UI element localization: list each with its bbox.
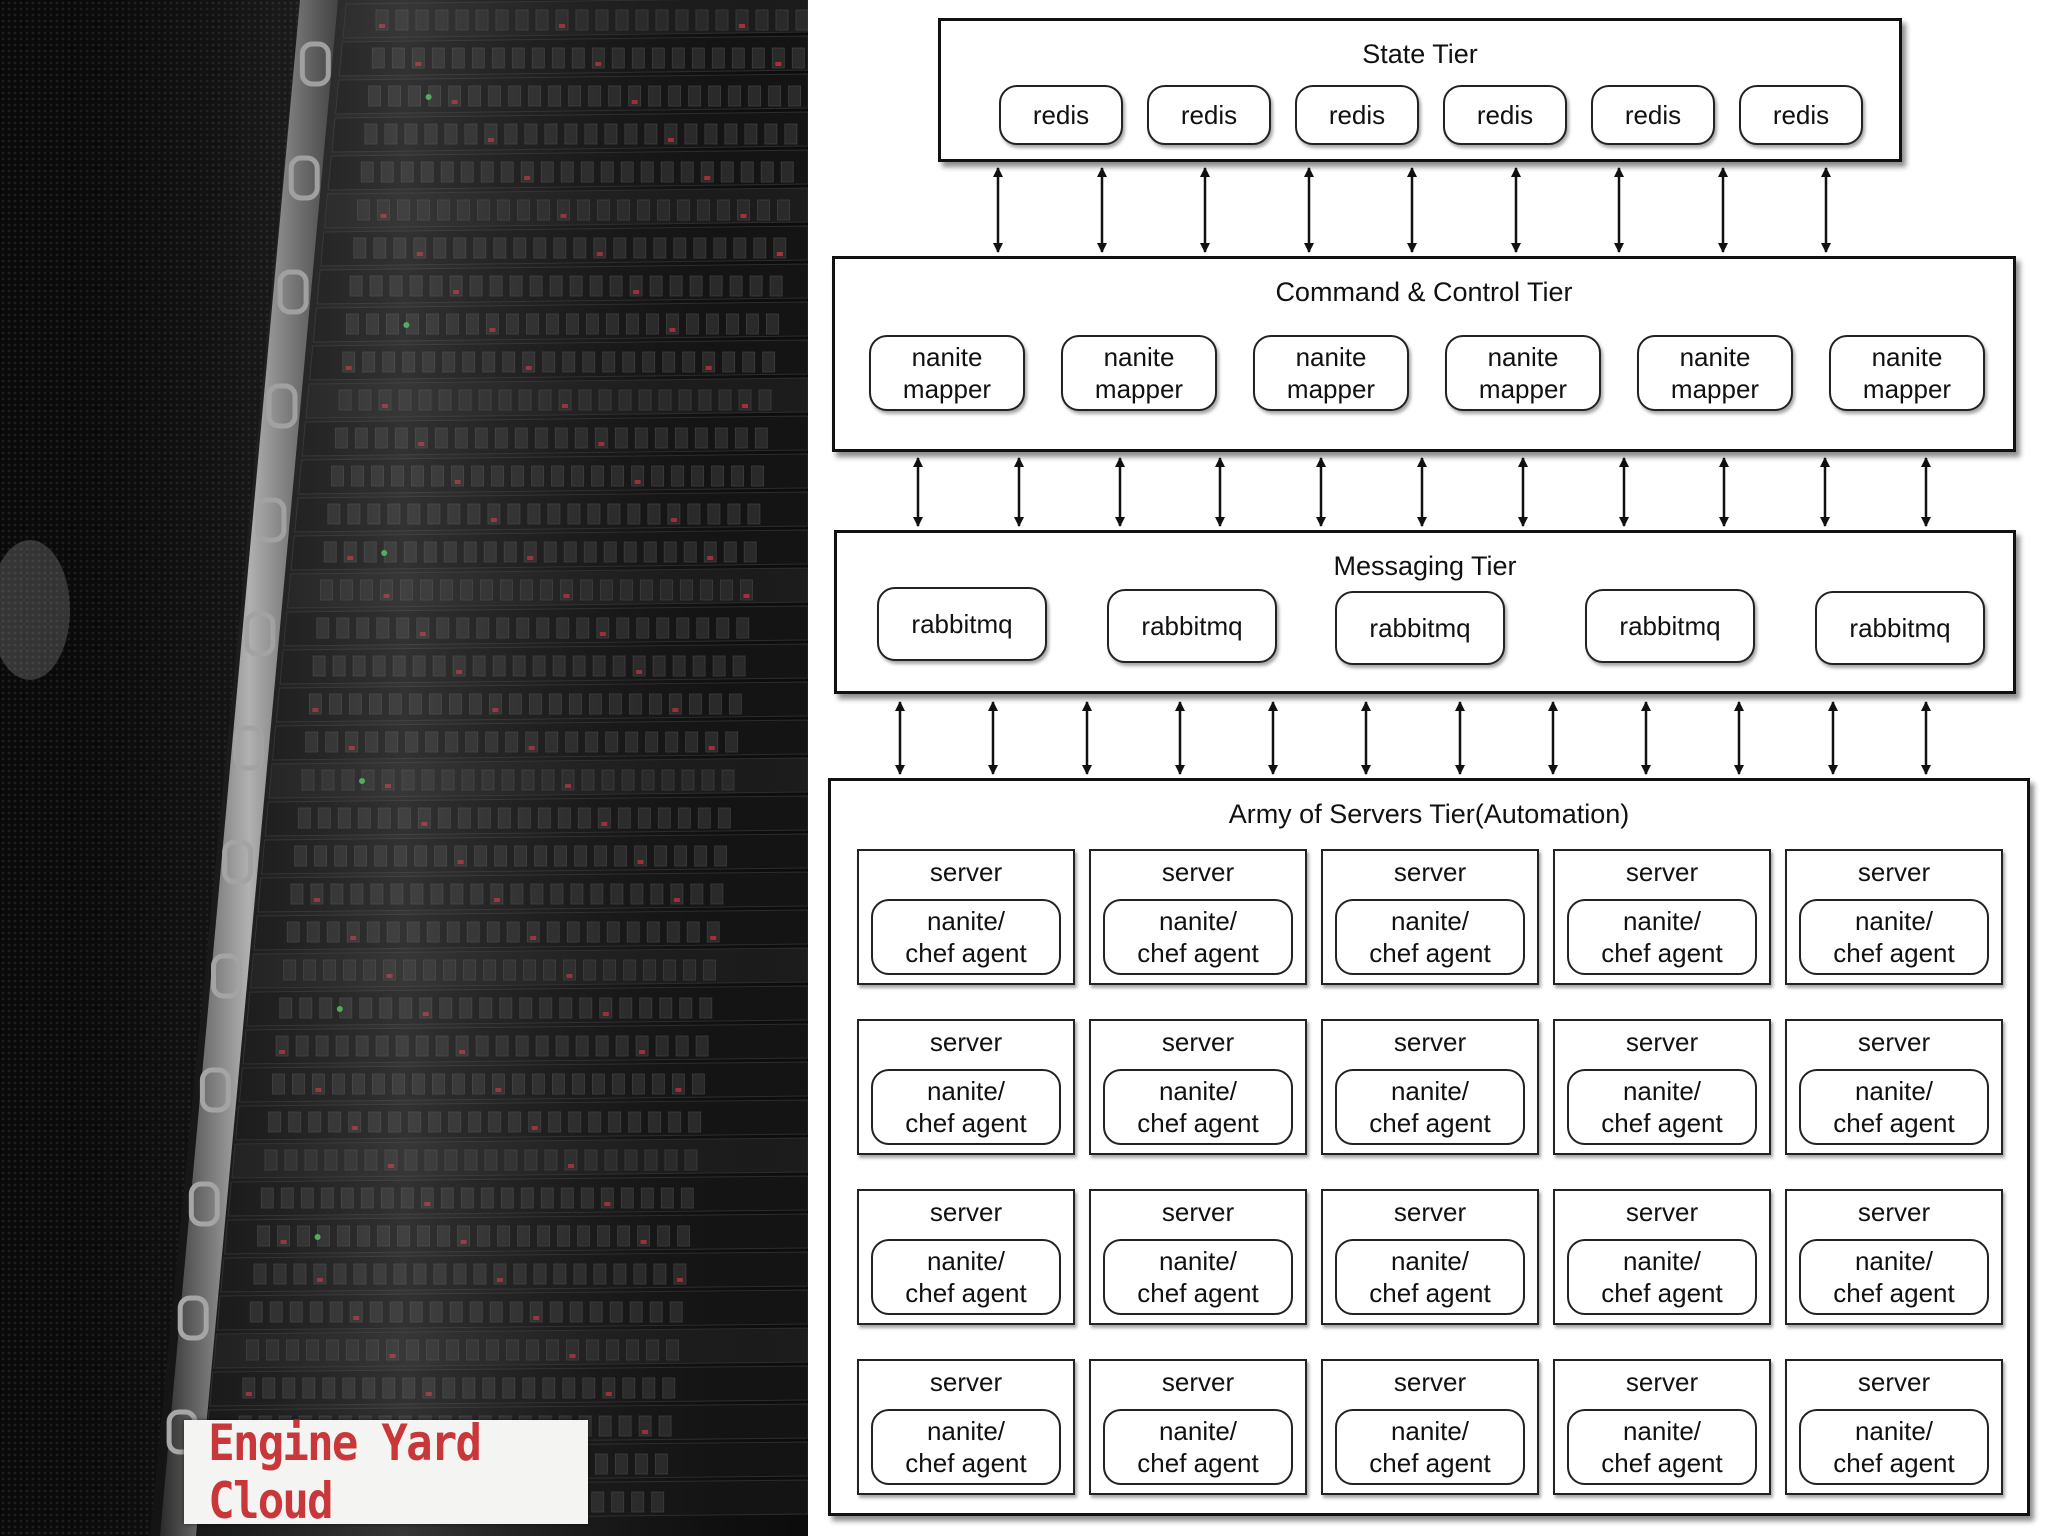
nanite-mapper-node: nanite mapper [1829, 335, 1985, 411]
server-label: server [929, 1367, 1003, 1397]
command-control-tier: Command & Control Tier nanite mapper nani… [832, 256, 2016, 452]
server-label: server [1625, 1367, 1699, 1397]
server-label: server [1393, 1367, 1467, 1397]
chef-agent-node: nanite/ chef agent [1567, 1409, 1757, 1485]
nanite-mapper-node: nanite mapper [1061, 335, 1217, 411]
chef-agent-node: nanite/ chef agent [1335, 1409, 1525, 1485]
server-label: server [1393, 857, 1467, 887]
state-tier-title: State Tier [1362, 39, 1478, 69]
server-box: server nanite/ chef agent [857, 1189, 1075, 1325]
server-box: server nanite/ chef agent [1089, 1359, 1307, 1495]
server-box: server nanite/ chef agent [857, 1359, 1075, 1495]
chef-agent-node: nanite/ chef agent [871, 1239, 1061, 1315]
chef-agent-node: nanite/ chef agent [871, 1069, 1061, 1145]
nanite-mapper-node: nanite mapper [1253, 335, 1409, 411]
chef-agent-node: nanite/ chef agent [1567, 899, 1757, 975]
server-box: server nanite/ chef agent [857, 1019, 1075, 1155]
messaging-tier-title: Messaging Tier [1333, 551, 1517, 581]
redis-node: redis [1147, 85, 1271, 145]
chef-agent-node: nanite/ chef agent [1567, 1239, 1757, 1315]
engine-yard-logo: Engine Yard Cloud [184, 1414, 588, 1530]
server-box: server nanite/ chef agent [1785, 849, 2003, 985]
chef-agent-node: nanite/ chef agent [1799, 1069, 1989, 1145]
server-box: server nanite/ chef agent [1321, 1019, 1539, 1155]
logo-text: Engine Yard Cloud [208, 1414, 482, 1530]
chef-agent-node: nanite/ chef agent [1335, 899, 1525, 975]
chef-agent-node: nanite/ chef agent [1799, 1239, 1989, 1315]
server-box: server nanite/ chef agent [1553, 1359, 1771, 1495]
redis-node: redis [1443, 85, 1567, 145]
rack-illustration [0, 0, 808, 1536]
chef-agent-node: nanite/ chef agent [1335, 1069, 1525, 1145]
server-label: server [1161, 1197, 1235, 1227]
server-label: server [1393, 1027, 1467, 1057]
rabbitmq-node: rabbitmq [1335, 591, 1505, 665]
server-label: server [1625, 857, 1699, 887]
chef-agent-node: nanite/ chef agent [1103, 1069, 1293, 1145]
server-label: server [1161, 1367, 1235, 1397]
redis-node: redis [999, 85, 1123, 145]
server-label: server [1161, 1027, 1235, 1057]
messaging-tier: Messaging Tier rabbitmq rabbitmq rabbitmq r… [834, 530, 2016, 694]
chef-agent-node: nanite/ chef agent [871, 1409, 1061, 1485]
server-label: server [1857, 1367, 1931, 1397]
server-box: server nanite/ chef agent [1785, 1019, 2003, 1155]
server-box: server nanite/ chef agent [1321, 849, 1539, 985]
command-control-tier-title: Command & Control Tier [1275, 277, 1573, 307]
server-label: server [1161, 857, 1235, 887]
chef-agent-node: nanite/ chef agent [1335, 1239, 1525, 1315]
rabbitmq-node: rabbitmq [1107, 589, 1277, 663]
server-label: server [1857, 857, 1931, 887]
rabbitmq-node: rabbitmq [877, 587, 1047, 661]
server-label: server [1857, 1197, 1931, 1227]
server-label: server [929, 857, 1003, 887]
server-box: server nanite/ chef agent [1321, 1189, 1539, 1325]
server-label: server [1625, 1027, 1699, 1057]
state-tier: State Tier redis redis redis redis redis redi… [938, 18, 1902, 162]
nanite-mapper-node: nanite mapper [869, 335, 1025, 411]
nanite-mapper-node: nanite mapper [1637, 335, 1793, 411]
server-label: server [1393, 1197, 1467, 1227]
server-box: server nanite/ chef agent [1785, 1359, 2003, 1495]
army-tier-title: Army of Servers Tier(Automation) [1228, 799, 1630, 829]
chef-agent-node: nanite/ chef agent [1799, 1409, 1989, 1485]
server-label: server [929, 1027, 1003, 1057]
nanite-mapper-node: nanite mapper [1445, 335, 1601, 411]
server-box: server nanite/ chef agent [1089, 1189, 1307, 1325]
server-label: server [1857, 1027, 1931, 1057]
server-box: server nanite/ chef agent [1553, 1189, 1771, 1325]
server-box: server nanite/ chef agent [1089, 849, 1307, 985]
server-label: server [1625, 1197, 1699, 1227]
rabbitmq-node: rabbitmq [1585, 589, 1755, 663]
chef-agent-node: nanite/ chef agent [1799, 899, 1989, 975]
chef-agent-node: nanite/ chef agent [871, 899, 1061, 975]
army-of-servers-tier: Army of Servers Tier(Automation) server n… [828, 778, 2030, 1516]
server-box: server nanite/ chef agent [1089, 1019, 1307, 1155]
chef-agent-node: nanite/ chef agent [1103, 1409, 1293, 1485]
server-box: server nanite/ chef agent [1321, 1359, 1539, 1495]
redis-node: redis [1739, 85, 1863, 145]
chef-agent-node: nanite/ chef agent [1103, 1239, 1293, 1315]
server-box: server nanite/ chef agent [857, 849, 1075, 985]
chef-agent-node: nanite/ chef agent [1567, 1069, 1757, 1145]
server-box: server nanite/ chef agent [1553, 1019, 1771, 1155]
photo-light-overlay [0, 0, 808, 1536]
server-label: server [929, 1197, 1003, 1227]
server-rack-photo: Engine Yard Cloud [0, 0, 808, 1536]
server-box: server nanite/ chef agent [1785, 1189, 2003, 1325]
chef-agent-node: nanite/ chef agent [1103, 899, 1293, 975]
redis-node: redis [1295, 85, 1419, 145]
rabbitmq-node: rabbitmq [1815, 591, 1985, 665]
redis-node: redis [1591, 85, 1715, 145]
server-box: server nanite/ chef agent [1553, 849, 1771, 985]
